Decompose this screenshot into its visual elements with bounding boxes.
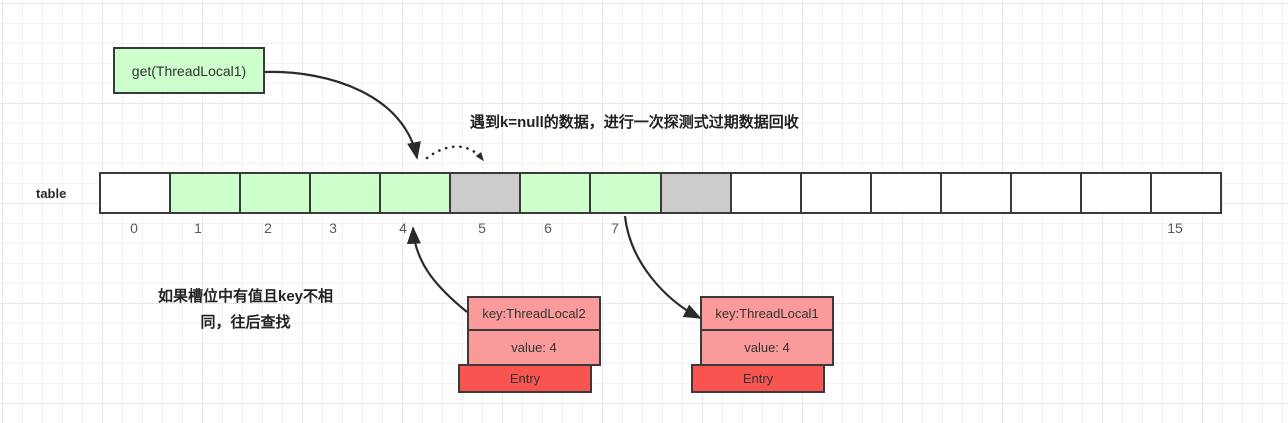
annotation-expired-cleanup: 遇到k=null的数据，进行一次探测式过期数据回收 bbox=[470, 114, 799, 131]
entry-threadlocal1-tag: Entry bbox=[691, 364, 825, 393]
table-index-2: 2 bbox=[264, 220, 272, 236]
table-index-15: 15 bbox=[1167, 220, 1183, 236]
arrow-slot7-to-entry1 bbox=[623, 215, 702, 319]
table-label: table bbox=[36, 186, 67, 201]
table-index-1: 1 bbox=[194, 220, 202, 236]
arrow-get-to-slot4 bbox=[264, 70, 421, 160]
table-index-5: 5 bbox=[478, 220, 486, 236]
annotation-linear-probe: 如果槽位中有值且key不相 同，往后查找 bbox=[108, 284, 383, 336]
table-cell-1 bbox=[171, 174, 242, 212]
table-cell-8 bbox=[661, 174, 732, 212]
entry-threadlocal1-key: key:ThreadLocal1 bbox=[702, 298, 832, 331]
table-index-0: 0 bbox=[130, 220, 138, 236]
table-index-3: 3 bbox=[329, 220, 337, 236]
table-cell-3 bbox=[311, 174, 382, 212]
table-cell-10 bbox=[801, 174, 872, 212]
entry-threadlocal2-tag: Entry bbox=[458, 364, 592, 393]
table-cell-9 bbox=[731, 174, 802, 212]
entry-threadlocal1: key:ThreadLocal1 value: 4 Entry bbox=[691, 296, 834, 393]
table-index-4: 4 bbox=[399, 220, 407, 236]
get-call-box: get(ThreadLocal1) bbox=[113, 47, 265, 94]
entry-threadlocal1-value: value: 4 bbox=[744, 340, 790, 355]
table-cell-0 bbox=[101, 174, 172, 212]
table-cell-12 bbox=[941, 174, 1012, 212]
get-call-label: get(ThreadLocal1) bbox=[131, 62, 247, 79]
table-cell-4 bbox=[381, 174, 452, 212]
arrow-entry2-to-slot4 bbox=[406, 226, 468, 313]
thread-local-map-table bbox=[99, 172, 1222, 214]
table-cell-2 bbox=[241, 174, 312, 212]
table-cell-6 bbox=[521, 174, 592, 212]
table-cell-13 bbox=[1011, 174, 1082, 212]
table-index-6: 6 bbox=[544, 220, 552, 236]
table-cell-7 bbox=[591, 174, 662, 212]
entry-threadlocal2-fields: key:ThreadLocal2 value: 4 bbox=[467, 296, 601, 366]
table-cell-15 bbox=[1151, 174, 1220, 212]
entry-threadlocal2: key:ThreadLocal2 value: 4 Entry bbox=[458, 296, 601, 393]
table-cell-11 bbox=[871, 174, 942, 212]
entry-threadlocal1-fields: key:ThreadLocal1 value: 4 bbox=[700, 296, 834, 366]
table-cell-14 bbox=[1081, 174, 1152, 212]
arrow-probe-slot4-to-slot5 bbox=[425, 145, 485, 162]
table-index-7: 7 bbox=[611, 220, 619, 236]
table-cell-5 bbox=[451, 174, 522, 212]
annotation-linear-probe-line2: 同，往后查找 bbox=[200, 314, 291, 331]
entry-threadlocal2-value: value: 4 bbox=[511, 340, 557, 355]
annotation-linear-probe-line1: 如果槽位中有值且key不相 bbox=[157, 288, 334, 305]
entry-threadlocal2-key: key:ThreadLocal2 bbox=[469, 298, 599, 331]
